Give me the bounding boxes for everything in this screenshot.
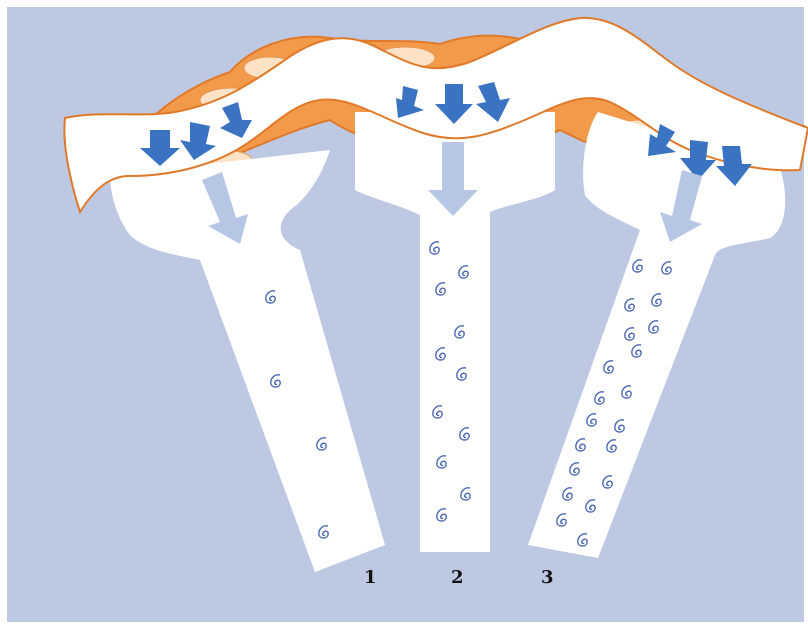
- branch-label-2: 2: [451, 567, 464, 588]
- branch-label-1: 1: [364, 567, 377, 588]
- branch-label-3: 3: [541, 567, 554, 588]
- channel-1: [110, 150, 385, 572]
- channel-3: [528, 112, 785, 558]
